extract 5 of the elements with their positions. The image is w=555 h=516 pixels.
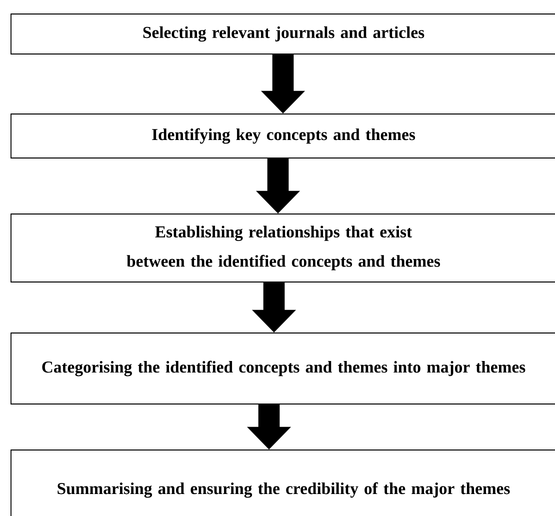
process-box: Establishing relationships that exist between the identified concepts and themes (10, 214, 555, 282)
process-box: Categorising the identified concepts and themes into major themes (10, 332, 555, 404)
process-box: Identifying key concepts and themes (10, 114, 555, 158)
process-box: Selecting relevant journals and articles (10, 14, 555, 54)
process-box: Summarising and ensuring the credibility of the major themes (10, 450, 555, 516)
